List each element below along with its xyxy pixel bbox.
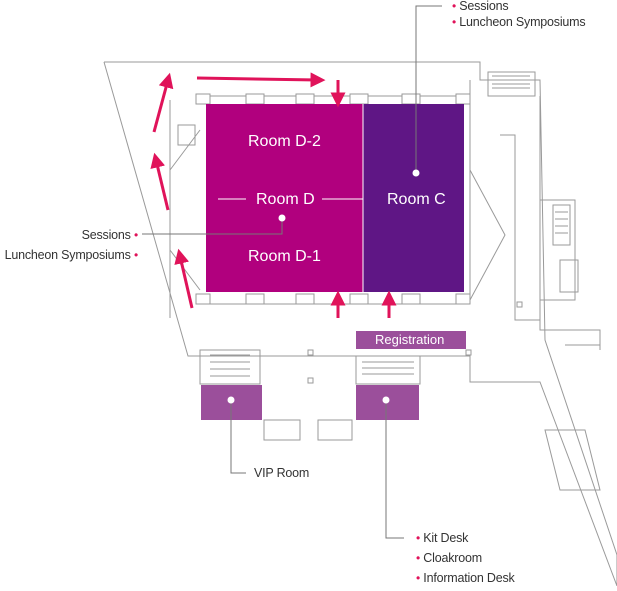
room-d-block[interactable] (206, 104, 363, 292)
room-d1-label: Room D-1 (248, 248, 321, 265)
bottom-callout-item: • Kit Desk (416, 530, 515, 546)
top-callout-item: • Sessions (452, 0, 585, 14)
left-callout-text: Luncheon Symposiums (4, 248, 131, 262)
bullet-icon: • (416, 571, 421, 585)
room-d-label: Room D (256, 191, 315, 208)
room-c-label: Room C (387, 191, 446, 208)
bullet-icon: • (452, 0, 457, 13)
top-callout-text: Luncheon Symposiums (459, 15, 586, 29)
bottom-callout-text: Kit Desk (423, 531, 469, 545)
registration-block[interactable] (356, 331, 466, 349)
left-callout: Sessions • Luncheon Symposiums • (0, 227, 139, 263)
room-d2-label: Room D-2 (248, 133, 321, 150)
pillars (195, 93, 523, 384)
room-c-marker (412, 169, 420, 177)
left-callout-item: Sessions • (0, 227, 139, 243)
room-d-marker (278, 214, 286, 222)
top-callout-item: • Luncheon Symposiums (452, 14, 586, 30)
registration-label: Registration (375, 332, 445, 347)
bottom-callout-text: Information Desk (423, 571, 515, 585)
vip-room-label: VIP Room (254, 466, 310, 480)
left-callout-text: Sessions (81, 228, 131, 242)
route-arrows (150, 72, 397, 318)
room-c-block[interactable] (363, 104, 464, 292)
bullet-icon: • (416, 531, 421, 545)
top-callout-text: Sessions (459, 0, 509, 13)
bullet-icon: • (416, 551, 421, 565)
bottom-callout: • Kit Desk • Cloakroom • Information Des… (416, 530, 515, 586)
bottom-callout-item: • Information Desk (416, 570, 515, 586)
vip-room-marker (227, 396, 235, 404)
leader-lines (142, 5, 442, 539)
bullet-icon: • (452, 15, 457, 29)
left-callout-item: Luncheon Symposiums • (0, 247, 139, 263)
bullet-icon: • (133, 248, 138, 262)
bottom-callout-text: Cloakroom (423, 551, 482, 565)
top-callout: • Sessions • Luncheon Symposiums (452, 0, 586, 30)
kit-desk-marker (382, 396, 390, 404)
bullet-icon: • (133, 228, 138, 242)
bottom-callout-item: • Cloakroom (416, 550, 515, 566)
